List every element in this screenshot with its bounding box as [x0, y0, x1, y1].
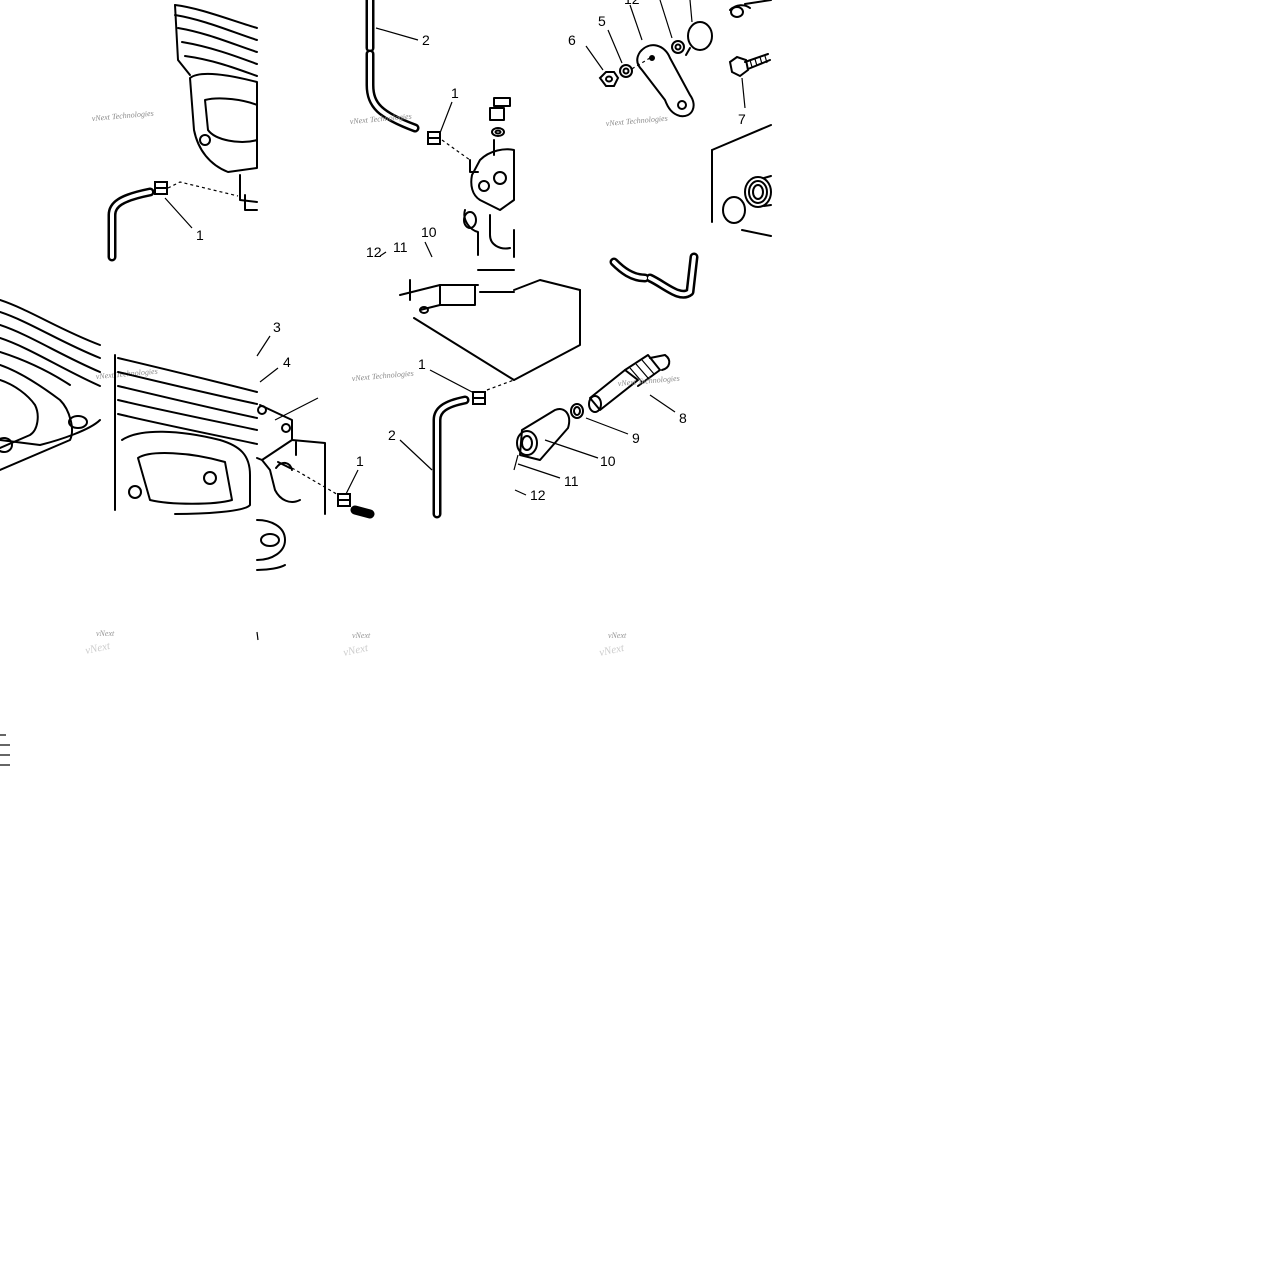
sensor-parts-middle-right: 8 vNext Technologies 9 10 11 12: [513, 252, 699, 503]
edge-marks: [0, 631, 259, 766]
watermarks-lower: vNext vNext vNext vNext vNext vNext: [84, 629, 627, 659]
callout-16: 12: [530, 487, 546, 503]
callout-2: 2: [422, 32, 430, 48]
watermark: vNext Technologies: [91, 109, 154, 123]
callout-7: 11: [393, 239, 408, 255]
watermark: vNext Technologies: [617, 374, 680, 388]
valve-assembly-center: 7 3 4 5 6 7 8 9 1: [256, 269, 581, 571]
callout-8: 12: [624, 0, 640, 7]
callout-14: 10: [600, 453, 616, 469]
cylinder-head-top-left: 1: [107, 4, 258, 262]
callout-15: 11: [564, 473, 579, 489]
callout-6: 10: [421, 224, 437, 240]
callout-13: 9: [632, 430, 640, 446]
callout-2: 2: [388, 427, 396, 443]
watermark: vNext: [352, 631, 371, 640]
callout-1: 1: [451, 85, 459, 101]
watermark: vNext: [342, 642, 370, 659]
watermark: vNext Technologies: [351, 369, 414, 383]
callout-10: 6: [568, 32, 576, 48]
callout-4: 4: [283, 354, 291, 370]
watermark: vNext Technologies: [605, 114, 668, 128]
callout-1: 1: [418, 356, 426, 372]
callout-11: 7: [738, 111, 746, 127]
watermark: vNext: [96, 629, 115, 638]
watermark: vNext: [84, 640, 112, 657]
callout-1: 1: [196, 227, 204, 243]
callout-8: 12: [366, 244, 382, 260]
watermark: vNext: [608, 631, 627, 640]
hose-and-valve-top-middle: 2 1 10 11 12 vNext Technologies: [349, 0, 515, 260]
callout-1: 1: [356, 453, 364, 469]
callout-9: 5: [598, 13, 606, 29]
cylinder-head-middle-left: vNext Technologies: [0, 299, 258, 515]
callout-12: 8: [679, 410, 687, 426]
callout-3: 3: [273, 319, 281, 335]
shift-lever-top-right: 6 5 12 7: [568, 0, 772, 237]
watermark: vNext: [598, 642, 626, 659]
